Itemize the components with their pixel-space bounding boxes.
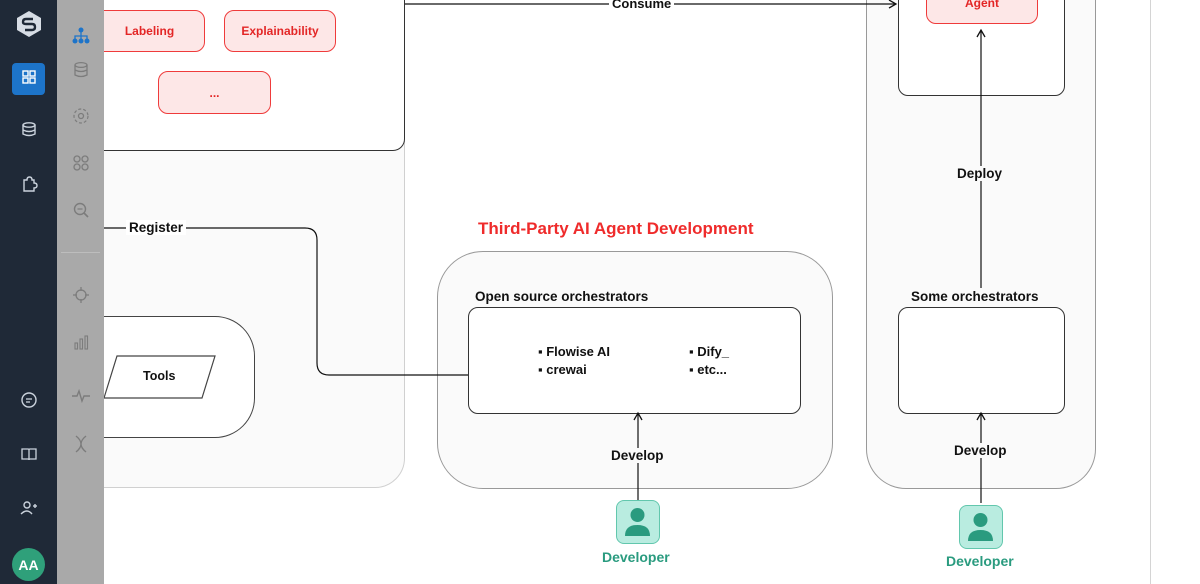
more-pill[interactable]: ... (158, 71, 271, 114)
agent-pill[interactable]: Agent (926, 0, 1038, 24)
some-orchestrators-box (898, 307, 1065, 414)
grid-icon (21, 69, 37, 89)
developer-left-icon (616, 500, 660, 544)
target-icon[interactable] (57, 101, 104, 131)
list-item: ▪ crewai (538, 362, 587, 377)
developer-right-label: Developer (946, 553, 1014, 569)
sidebar-item-integrations[interactable] (12, 170, 45, 202)
add-user-icon (20, 499, 38, 521)
list-item: ▪ Flowise AI (538, 344, 611, 359)
open-source-box (468, 307, 801, 414)
dna-icon[interactable] (57, 429, 104, 459)
cylinder-icon[interactable] (57, 55, 104, 85)
deploy-label: Deploy (954, 166, 1006, 181)
develop-right-label: Develop (952, 443, 1009, 458)
chat-icon (20, 391, 38, 413)
components-icon[interactable] (57, 148, 104, 178)
open-source-title: Open source orchestrators (475, 289, 649, 304)
some-orchestrators-title: Some orchestrators (911, 289, 1039, 304)
sidebar-item-users[interactable] (12, 494, 45, 526)
developer-right-icon (959, 505, 1003, 549)
explainability-pill[interactable]: Explainability (224, 10, 336, 52)
labeling-pill[interactable]: Labeling (104, 10, 205, 52)
list-item: ▪ etc... (689, 362, 727, 377)
secondary-panel (57, 0, 104, 584)
logo-icon[interactable] (12, 8, 45, 40)
sidebar-item-docs[interactable] (12, 440, 45, 472)
canvas-margin (1150, 0, 1200, 584)
crosshair-icon[interactable] (57, 280, 104, 310)
tools-label: Tools (143, 369, 176, 383)
panel-divider (61, 252, 100, 253)
sitemap-icon[interactable] (57, 21, 104, 51)
develop-left-label: Develop (609, 448, 666, 463)
book-icon (20, 445, 38, 467)
main-sidebar: AA (0, 0, 57, 584)
diagram-canvas: Labeling Explainability ... Agent Consum… (104, 0, 1150, 584)
tools-parallelogram (104, 355, 216, 399)
zoom-icon[interactable] (57, 195, 104, 225)
developer-left-label: Developer (602, 549, 670, 565)
sidebar-item-chat[interactable] (12, 386, 45, 418)
bar-chart-icon[interactable] (57, 328, 104, 358)
puzzle-icon (20, 175, 38, 197)
register-label: Register (126, 220, 187, 235)
section-title: Third-Party AI Agent Development (478, 219, 754, 238)
consume-label: Consume (609, 0, 675, 11)
sidebar-item-dashboard[interactable] (12, 63, 45, 95)
sidebar-item-data[interactable] (12, 116, 45, 148)
list-item: ▪ Dify_ (689, 344, 730, 359)
database-import-icon (20, 121, 38, 143)
pulse-icon[interactable] (57, 381, 104, 411)
register-edge (104, 227, 468, 376)
avatar[interactable]: AA (12, 548, 45, 581)
